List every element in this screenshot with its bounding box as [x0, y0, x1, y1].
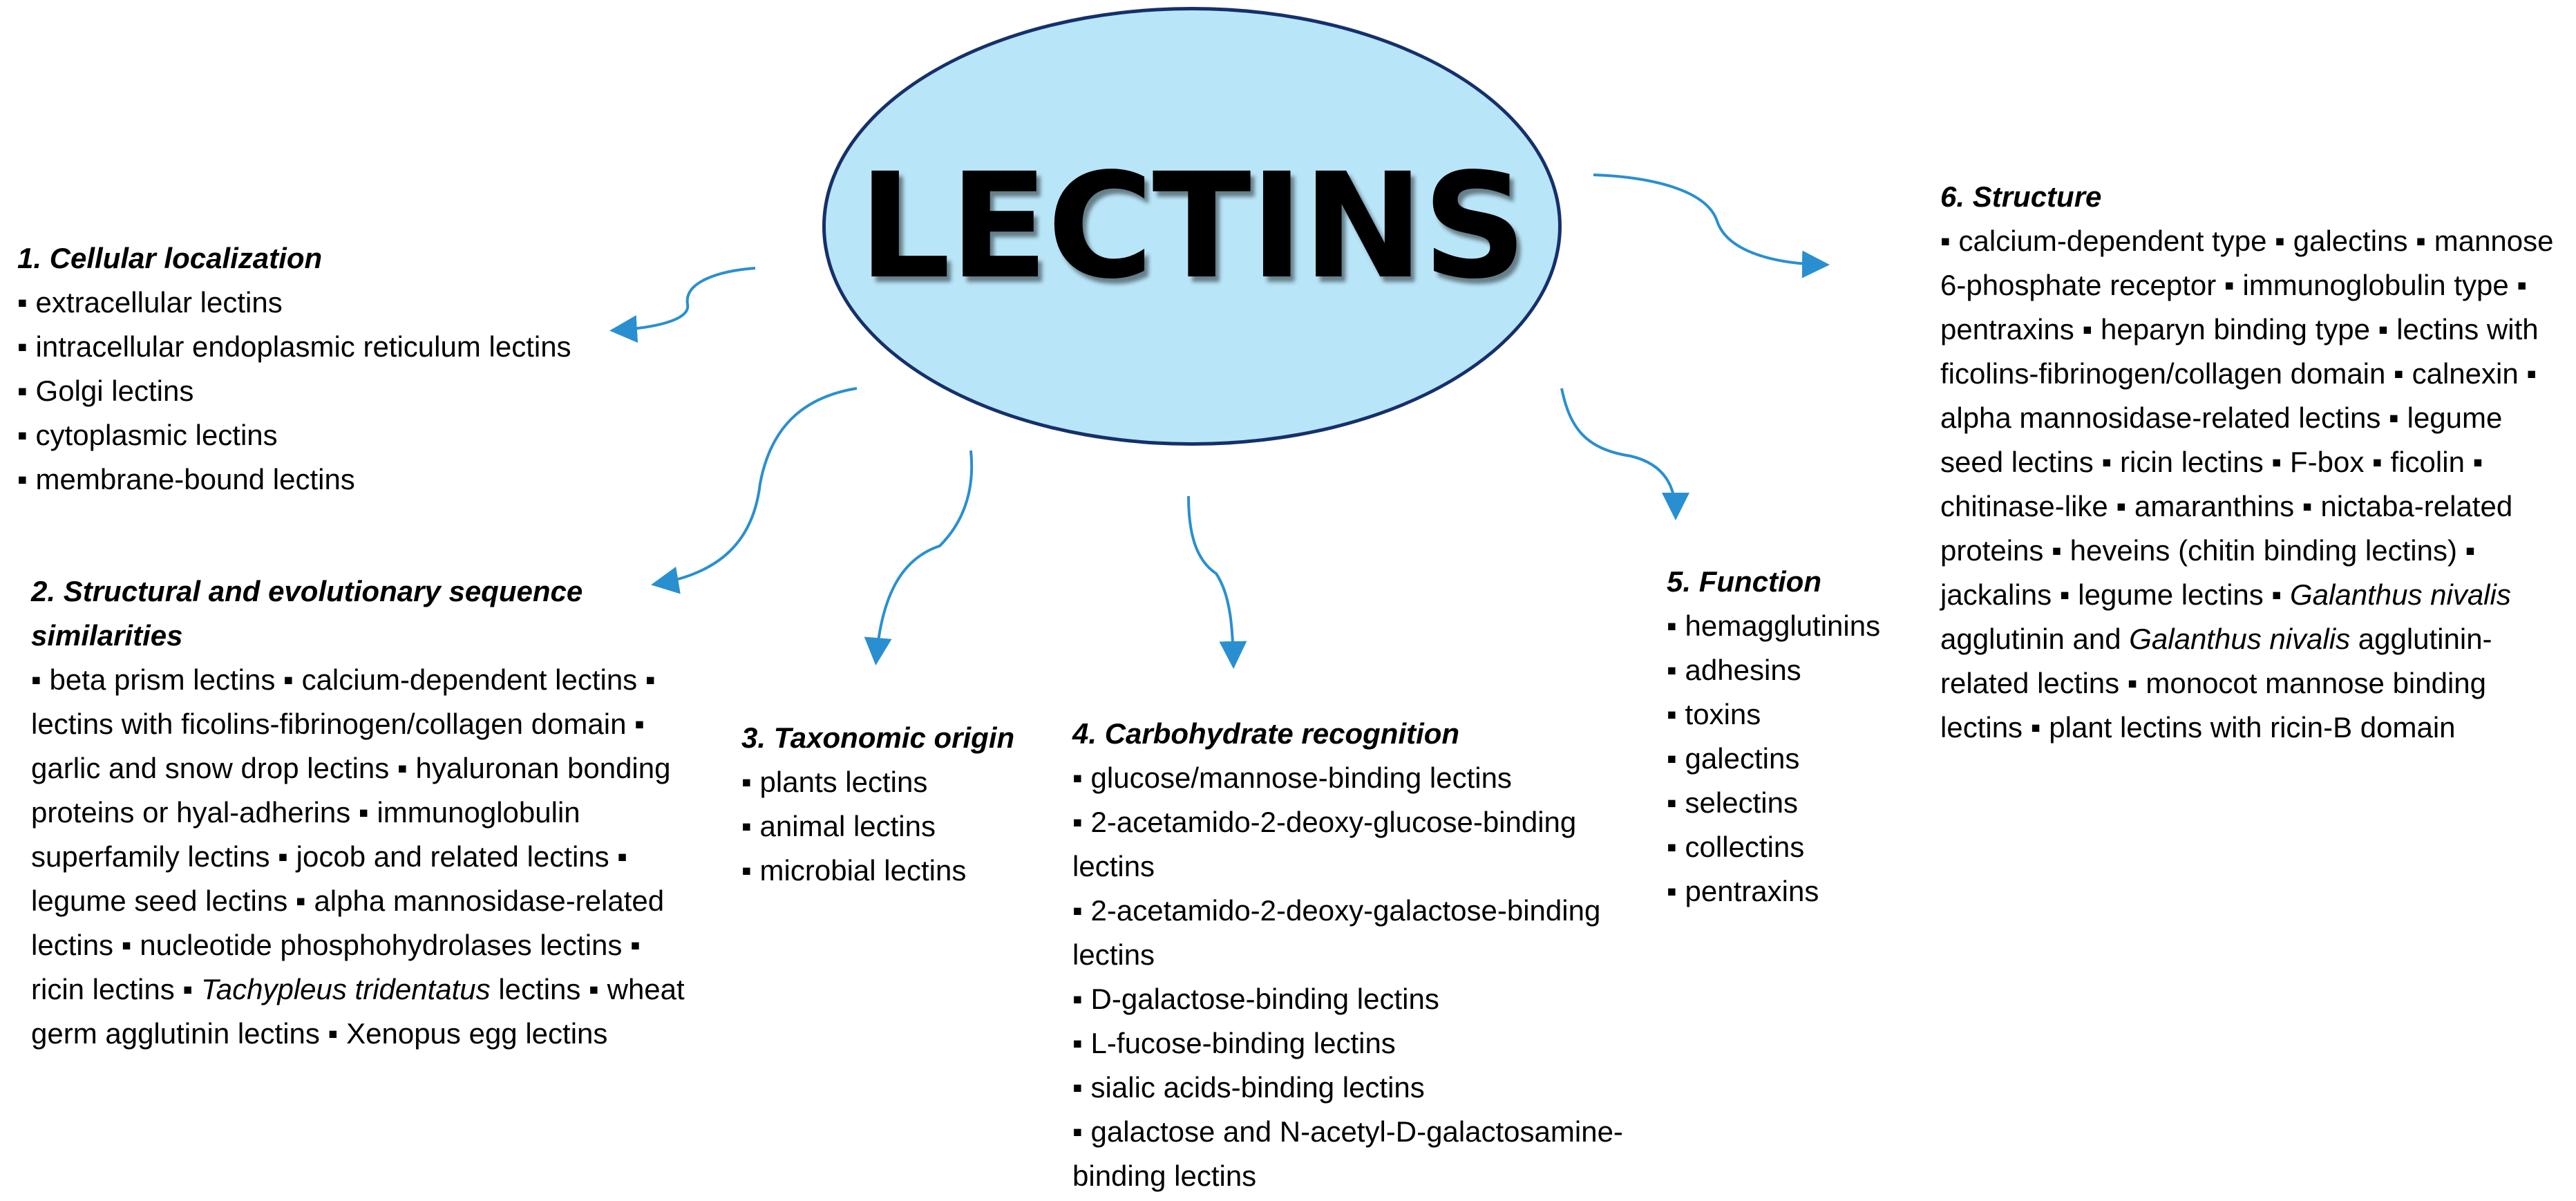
- group-text-part: agglutinin and: [1940, 623, 2130, 655]
- group-carbohydrate-recognition: 4. Carbohydrate recognition ▪ glucose/ma…: [1072, 712, 1646, 1198]
- group-structure: 6. Structure ▪ calcium-dependent type ▪ …: [1940, 175, 2566, 750]
- list-item: ▪ galactose and N-acetyl-D-galactosamine…: [1072, 1115, 1623, 1192]
- list-item: ▪ collectins: [1667, 831, 1805, 863]
- group-text-part: ▪ calcium-dependent type ▪ galectins ▪ m…: [1940, 225, 2554, 611]
- list-item: ▪ animal lectins: [741, 810, 936, 842]
- group-structural-similarities: 2. Structural and evolutionary sequence …: [31, 569, 688, 1056]
- arrow-to-structural-similarities: [651, 387, 858, 594]
- group-text-part: lectins ▪ wheat germ agglutinin lectins …: [31, 973, 685, 1050]
- list-item: ▪ hemagglutinins: [1667, 609, 1881, 642]
- arrow-to-taxonomic-origin: [864, 450, 974, 665]
- lectins-title-ellipse: LECTINS: [822, 7, 1562, 446]
- group-text-part: agglutinin-related lectins ▪ monocot man…: [1940, 623, 2492, 744]
- group-text: ▪ calcium-dependent type ▪ galectins ▪ m…: [1940, 219, 2566, 750]
- group-heading: 5. Function: [1667, 565, 1821, 598]
- list-item: ▪ selectins: [1667, 786, 1798, 819]
- arrow-to-cellular-localization: [609, 267, 756, 343]
- list-item: ▪ intracellular endoplasmic reticulum le…: [17, 330, 571, 363]
- group-text-part: ▪ beta prism lectins ▪ calcium-dependent…: [31, 663, 671, 1005]
- group-text-italic: Galanthus nivalis: [2290, 578, 2511, 611]
- list-item: ▪ pentraxins: [1667, 875, 1819, 907]
- group-text: ▪ beta prism lectins ▪ calcium-dependent…: [31, 658, 688, 1056]
- group-heading: 4. Carbohydrate recognition: [1072, 717, 1460, 750]
- list-item: ▪ membrane-bound lectins: [17, 463, 355, 495]
- group-function: 5. Function ▪ hemagglutinins ▪ adhesins …: [1667, 560, 1943, 914]
- list-item: ▪ D-galactose-binding lectins: [1072, 983, 1439, 1015]
- list-item: ▪ glucose/mannose-binding lectins: [1072, 762, 1512, 794]
- group-heading: 1. Cellular localization: [17, 242, 323, 274]
- diagram-title: LECTINS: [858, 141, 1527, 311]
- list-item: ▪ galectins: [1667, 742, 1800, 775]
- arrow-to-structure: [1593, 173, 1830, 278]
- list-item: ▪ 2-acetamido-2-deoxy-glucose-binding le…: [1072, 806, 1577, 882]
- list-item: ▪ plants lectins: [741, 766, 928, 798]
- list-item: ▪ L-fucose-binding lectins: [1072, 1027, 1396, 1059]
- group-text-italic: Galanthus nivalis: [2129, 623, 2351, 655]
- list-item: ▪ toxins: [1667, 698, 1761, 730]
- list-item: ▪ cytoplasmic lectins: [17, 419, 278, 451]
- arrow-to-function: [1560, 388, 1689, 520]
- list-item: ▪ Golgi lectins: [17, 375, 194, 407]
- list-item: ▪ extracellular lectins: [17, 286, 283, 319]
- group-heading: 6. Structure: [1940, 180, 2102, 213]
- list-item: ▪ adhesins: [1667, 654, 1801, 686]
- arrow-to-carbohydrate-recognition: [1187, 495, 1247, 669]
- list-item: ▪ 2-acetamido-2-deoxy-galactose-binding …: [1072, 894, 1601, 971]
- list-item: ▪ sialic acids-binding lectins: [1072, 1071, 1425, 1104]
- list-item: ▪ microbial lectins: [741, 854, 967, 887]
- group-heading: 3. Taxonomic origin: [741, 721, 1015, 754]
- group-text-italic: Tachypleus tridentatus: [200, 973, 491, 1005]
- group-taxonomic-origin: 3. Taxonomic origin ▪ plants lectins ▪ a…: [741, 716, 1059, 893]
- group-cellular-localization: 1. Cellular localization ▪ extracellular…: [17, 236, 722, 502]
- group-heading: 2. Structural and evolutionary sequence …: [31, 575, 583, 652]
